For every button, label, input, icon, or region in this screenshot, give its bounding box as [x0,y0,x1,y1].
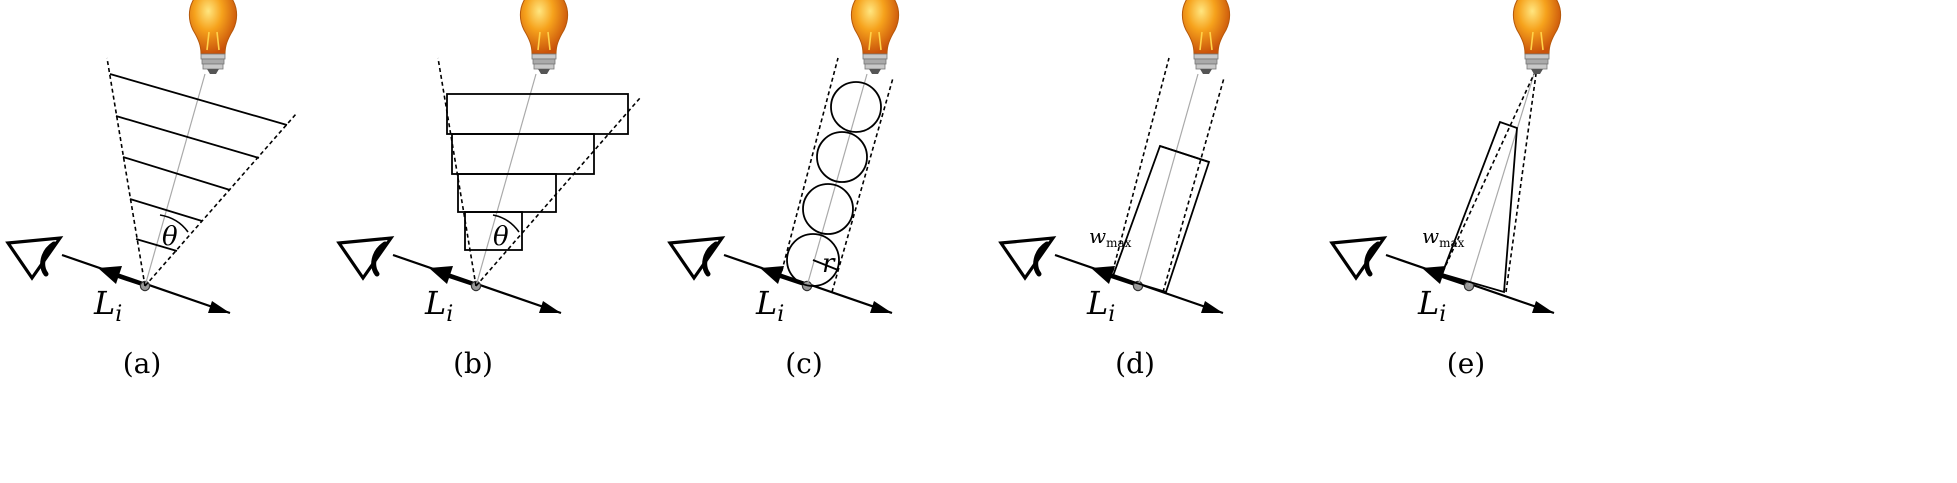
radius-label: r [822,249,836,279]
light-bulb-icon [850,0,900,75]
cone-slice [135,238,178,252]
point-label: Li [93,284,122,327]
point-label: Li [755,284,784,327]
eye-icon [339,238,391,278]
box-slice [451,133,595,175]
box-slice [457,173,557,213]
point-label: Li [1086,284,1115,327]
angle-label: θ [493,222,509,252]
angle-arc [159,214,189,233]
panel-d: wmax Li (d) [1001,0,1231,380]
tube-edge-right [1162,77,1225,293]
width-label: wmax [1089,224,1132,250]
caption: (b) [453,347,493,380]
tube-edge-right [831,77,894,293]
light-direction [1468,73,1535,287]
eye-icon [1332,238,1384,278]
light-direction [1137,73,1199,287]
angle-arc [492,214,520,233]
sphere-slice [786,233,840,287]
cone-slice [109,73,288,126]
tube-edge-left [1110,57,1170,279]
panel-c: r Li (c) [670,0,900,380]
panel-b: θ Li (b) [339,0,641,380]
sphere-slice [816,131,868,183]
cone-slice [115,115,260,159]
frustum [1440,120,1518,294]
caption: (a) [123,347,162,380]
cone-edge-right [1505,73,1537,293]
light-direction [475,73,537,287]
cone-slice [122,156,231,191]
sphere-slice [802,183,854,235]
cone-slice [129,198,203,222]
point-label: Li [1417,284,1446,327]
radius-line [812,259,839,271]
sphere-slice [830,81,882,133]
cone-edge-left [106,57,146,287]
box-slice [464,211,523,251]
caption: (d) [1115,347,1155,380]
light-bulb-icon [1181,0,1231,75]
cone-edge-left [437,57,477,287]
light-bulb-icon [519,0,569,75]
light-direction [806,73,868,287]
cone-edge-right [475,97,641,287]
width-label: wmax [1422,224,1465,250]
box-slice [446,93,629,135]
panel-a: θ Li (a) [8,0,297,380]
light-direction [144,73,206,287]
slab-top [1159,145,1210,163]
light-bulb-icon [1512,0,1562,75]
eye-icon [8,238,60,278]
panel-e: wmax Li (e) [1332,0,1562,380]
cone-edge-right [144,113,297,287]
caption: (e) [1447,347,1485,380]
light-bulb-icon [188,0,238,75]
eye-icon [670,238,722,278]
point-label: Li [424,284,453,327]
angle-label: θ [162,222,178,252]
cone-edge-left [1439,73,1535,279]
eye-icon [1001,238,1053,278]
caption: (c) [785,347,823,380]
tube-edge-left [779,57,839,279]
slab [1111,144,1211,294]
